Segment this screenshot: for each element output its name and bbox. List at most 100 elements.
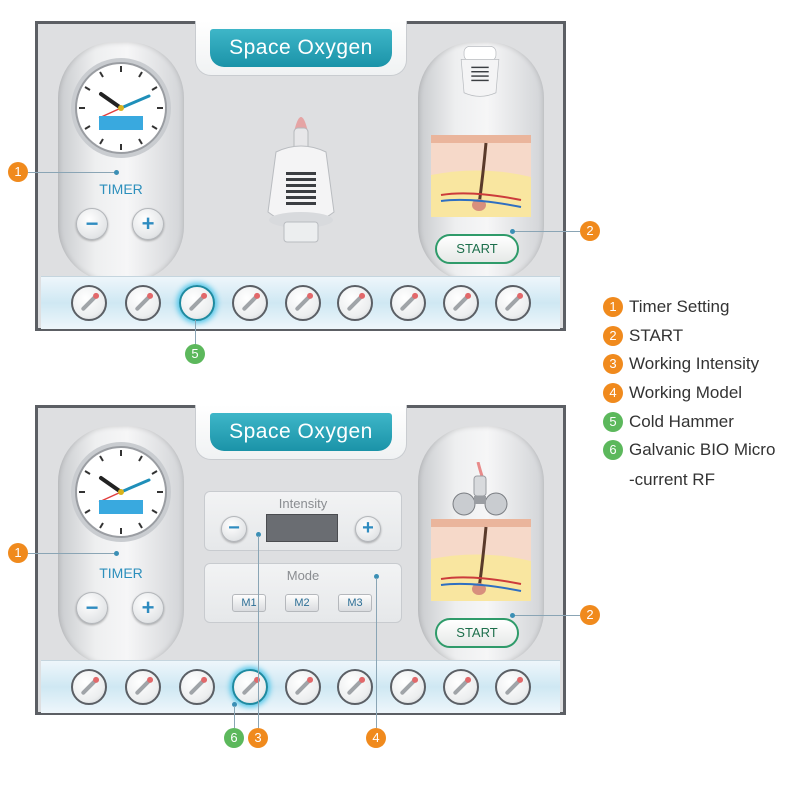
callout-6: 6 bbox=[224, 728, 244, 748]
probe-icon bbox=[399, 294, 417, 312]
legend-item-6-continuation: -current RF bbox=[629, 469, 715, 489]
intensity-display bbox=[266, 514, 338, 542]
start-capsule: START bbox=[418, 42, 544, 282]
probe-icon bbox=[134, 294, 152, 312]
tool-button-galvanic-rf[interactable] bbox=[232, 669, 268, 705]
callout-4: 4 bbox=[366, 728, 386, 748]
probe-icon bbox=[241, 678, 259, 696]
start-button[interactable]: START bbox=[435, 618, 519, 648]
leader-line bbox=[512, 615, 580, 616]
mode-m2-button[interactable]: M2 bbox=[285, 594, 319, 612]
tool-button-6[interactable] bbox=[337, 285, 373, 321]
probe-icon bbox=[504, 678, 522, 696]
legend-item-2: 2 START bbox=[603, 322, 775, 351]
legend-badge: 5 bbox=[603, 411, 623, 432]
screen-bottom: Space Oxygen TIMER − + Intensity − bbox=[35, 405, 566, 715]
mode-label: Mode bbox=[286, 568, 320, 583]
probe-icon bbox=[452, 678, 470, 696]
mode-panel: Mode M1 M2 M3 bbox=[204, 563, 402, 623]
tool-button-2[interactable] bbox=[125, 669, 161, 705]
tool-button-4[interactable] bbox=[232, 285, 268, 321]
leader-dot bbox=[114, 170, 119, 175]
tool-button-7[interactable] bbox=[390, 669, 426, 705]
legend-label: Galvanic BIO Micro bbox=[629, 440, 776, 460]
hammer-head-icon bbox=[460, 45, 500, 97]
tool-button-1[interactable] bbox=[71, 669, 107, 705]
app-title: Space Oxygen bbox=[210, 413, 392, 451]
legend-label: Working Model bbox=[629, 383, 743, 403]
probe-icon bbox=[241, 294, 259, 312]
legend-item-1: 1 Timer Setting bbox=[603, 293, 775, 322]
tool-button-8[interactable] bbox=[443, 669, 479, 705]
skin-layer-image bbox=[431, 519, 531, 601]
title-tab: Space Oxygen bbox=[195, 21, 407, 76]
leader-dot bbox=[114, 551, 119, 556]
callout-5: 5 bbox=[185, 344, 205, 364]
intensity-panel: Intensity − + bbox=[204, 491, 402, 551]
probe-icon bbox=[188, 678, 206, 696]
leader-line bbox=[234, 706, 235, 728]
intensity-minus-button[interactable]: − bbox=[221, 516, 247, 542]
start-capsule: START bbox=[418, 426, 544, 666]
legend-label: Working Intensity bbox=[629, 354, 760, 374]
probe-icon bbox=[346, 294, 364, 312]
legend-badge: 4 bbox=[603, 383, 623, 404]
tool-button-3[interactable] bbox=[179, 669, 215, 705]
intensity-plus-button[interactable]: + bbox=[355, 516, 381, 542]
tool-button-5[interactable] bbox=[285, 285, 321, 321]
callout-2-bottom: 2 bbox=[580, 605, 600, 625]
callout-1-top: 1 bbox=[8, 162, 28, 182]
timer-capsule: TIMER − + bbox=[58, 426, 184, 666]
probe-icon bbox=[452, 294, 470, 312]
leader-line bbox=[28, 172, 116, 173]
legend-item-5: 5 Cold Hammer bbox=[603, 407, 775, 436]
legend-label: Cold Hammer bbox=[629, 411, 734, 431]
probe-icon bbox=[294, 294, 312, 312]
leader-dot bbox=[374, 574, 379, 579]
mode-m1-button[interactable]: M1 bbox=[232, 594, 266, 612]
tool-strip bbox=[41, 276, 560, 329]
tool-button-1[interactable] bbox=[71, 285, 107, 321]
probe-icon bbox=[134, 678, 152, 696]
probe-icon bbox=[188, 294, 206, 312]
clock-icon bbox=[71, 442, 171, 542]
timer-minus-button[interactable]: − bbox=[76, 592, 108, 624]
legend-label: Timer Setting bbox=[629, 297, 730, 317]
start-button[interactable]: START bbox=[435, 234, 519, 264]
probe-icon bbox=[346, 678, 364, 696]
tool-button-9[interactable] bbox=[495, 285, 531, 321]
callout-2-top: 2 bbox=[580, 221, 600, 241]
leader-line bbox=[512, 231, 580, 232]
legend-badge: 2 bbox=[603, 325, 623, 346]
tool-button-7[interactable] bbox=[390, 285, 426, 321]
intensity-label: Intensity bbox=[278, 496, 328, 511]
legend-badge: 1 bbox=[603, 297, 623, 318]
tool-button-2[interactable] bbox=[125, 285, 161, 321]
timer-minus-button[interactable]: − bbox=[76, 208, 108, 240]
timer-plus-button[interactable]: + bbox=[132, 208, 164, 240]
tool-button-6[interactable] bbox=[337, 669, 373, 705]
legend-item-6: 6 Galvanic BIO Micro bbox=[603, 436, 775, 465]
timer-capsule: TIMER − + bbox=[58, 42, 184, 282]
tool-button-9[interactable] bbox=[495, 669, 531, 705]
legend-badge: 3 bbox=[603, 354, 623, 375]
legend-item-3: 3 Working Intensity bbox=[603, 350, 775, 379]
leader-line bbox=[195, 320, 196, 346]
skin-layer-image bbox=[431, 135, 531, 217]
leader-line bbox=[376, 578, 377, 728]
tool-button-cold-hammer[interactable] bbox=[179, 285, 215, 321]
rf-roller-icon bbox=[452, 462, 508, 516]
tool-button-8[interactable] bbox=[443, 285, 479, 321]
legend-item-4: 4 Working Model bbox=[603, 379, 775, 408]
timer-plus-button[interactable]: + bbox=[132, 592, 164, 624]
probe-icon bbox=[399, 678, 417, 696]
leader-dot bbox=[256, 532, 261, 537]
leader-line bbox=[28, 553, 116, 554]
clock-icon bbox=[71, 58, 171, 158]
title-tab: Space Oxygen bbox=[195, 405, 407, 460]
legend-label: START bbox=[629, 325, 684, 345]
cold-hammer-device-image bbox=[267, 117, 335, 243]
mode-m3-button[interactable]: M3 bbox=[338, 594, 372, 612]
leader-dot bbox=[232, 702, 237, 707]
tool-button-5[interactable] bbox=[285, 669, 321, 705]
